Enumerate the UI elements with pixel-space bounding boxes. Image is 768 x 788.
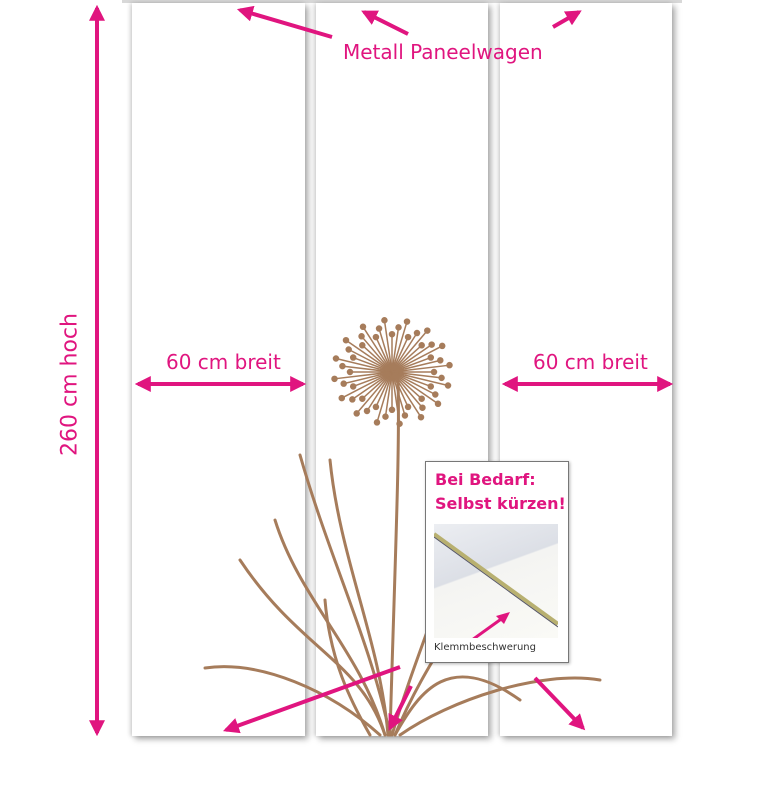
width-label-right: 60 cm breit <box>533 350 648 374</box>
rail-label: Metall Paneelwagen <box>343 40 543 64</box>
info-caption: Klemmbeschwerung <box>434 642 536 653</box>
width-label-left: 60 cm breit <box>166 350 281 374</box>
weight-arrow-1 <box>222 665 401 734</box>
weight-arrow-2 <box>388 685 413 731</box>
info-box: Bei Bedarf: Selbst kürzen! Klemmbeschwer… <box>425 461 569 663</box>
weight-arrow-3 <box>533 676 586 731</box>
rail-arrow-1 <box>236 5 333 39</box>
height-label: 260 cm hoch <box>57 313 83 456</box>
rail-arrow-2 <box>361 10 409 36</box>
panel-left <box>132 3 305 736</box>
info-title-2: Selbst kürzen! <box>435 494 566 513</box>
weight-bar-photo <box>434 524 558 638</box>
rail-arrow-3 <box>552 10 582 29</box>
info-title-1: Bei Bedarf: <box>435 470 536 489</box>
curtain-rail <box>122 0 682 3</box>
